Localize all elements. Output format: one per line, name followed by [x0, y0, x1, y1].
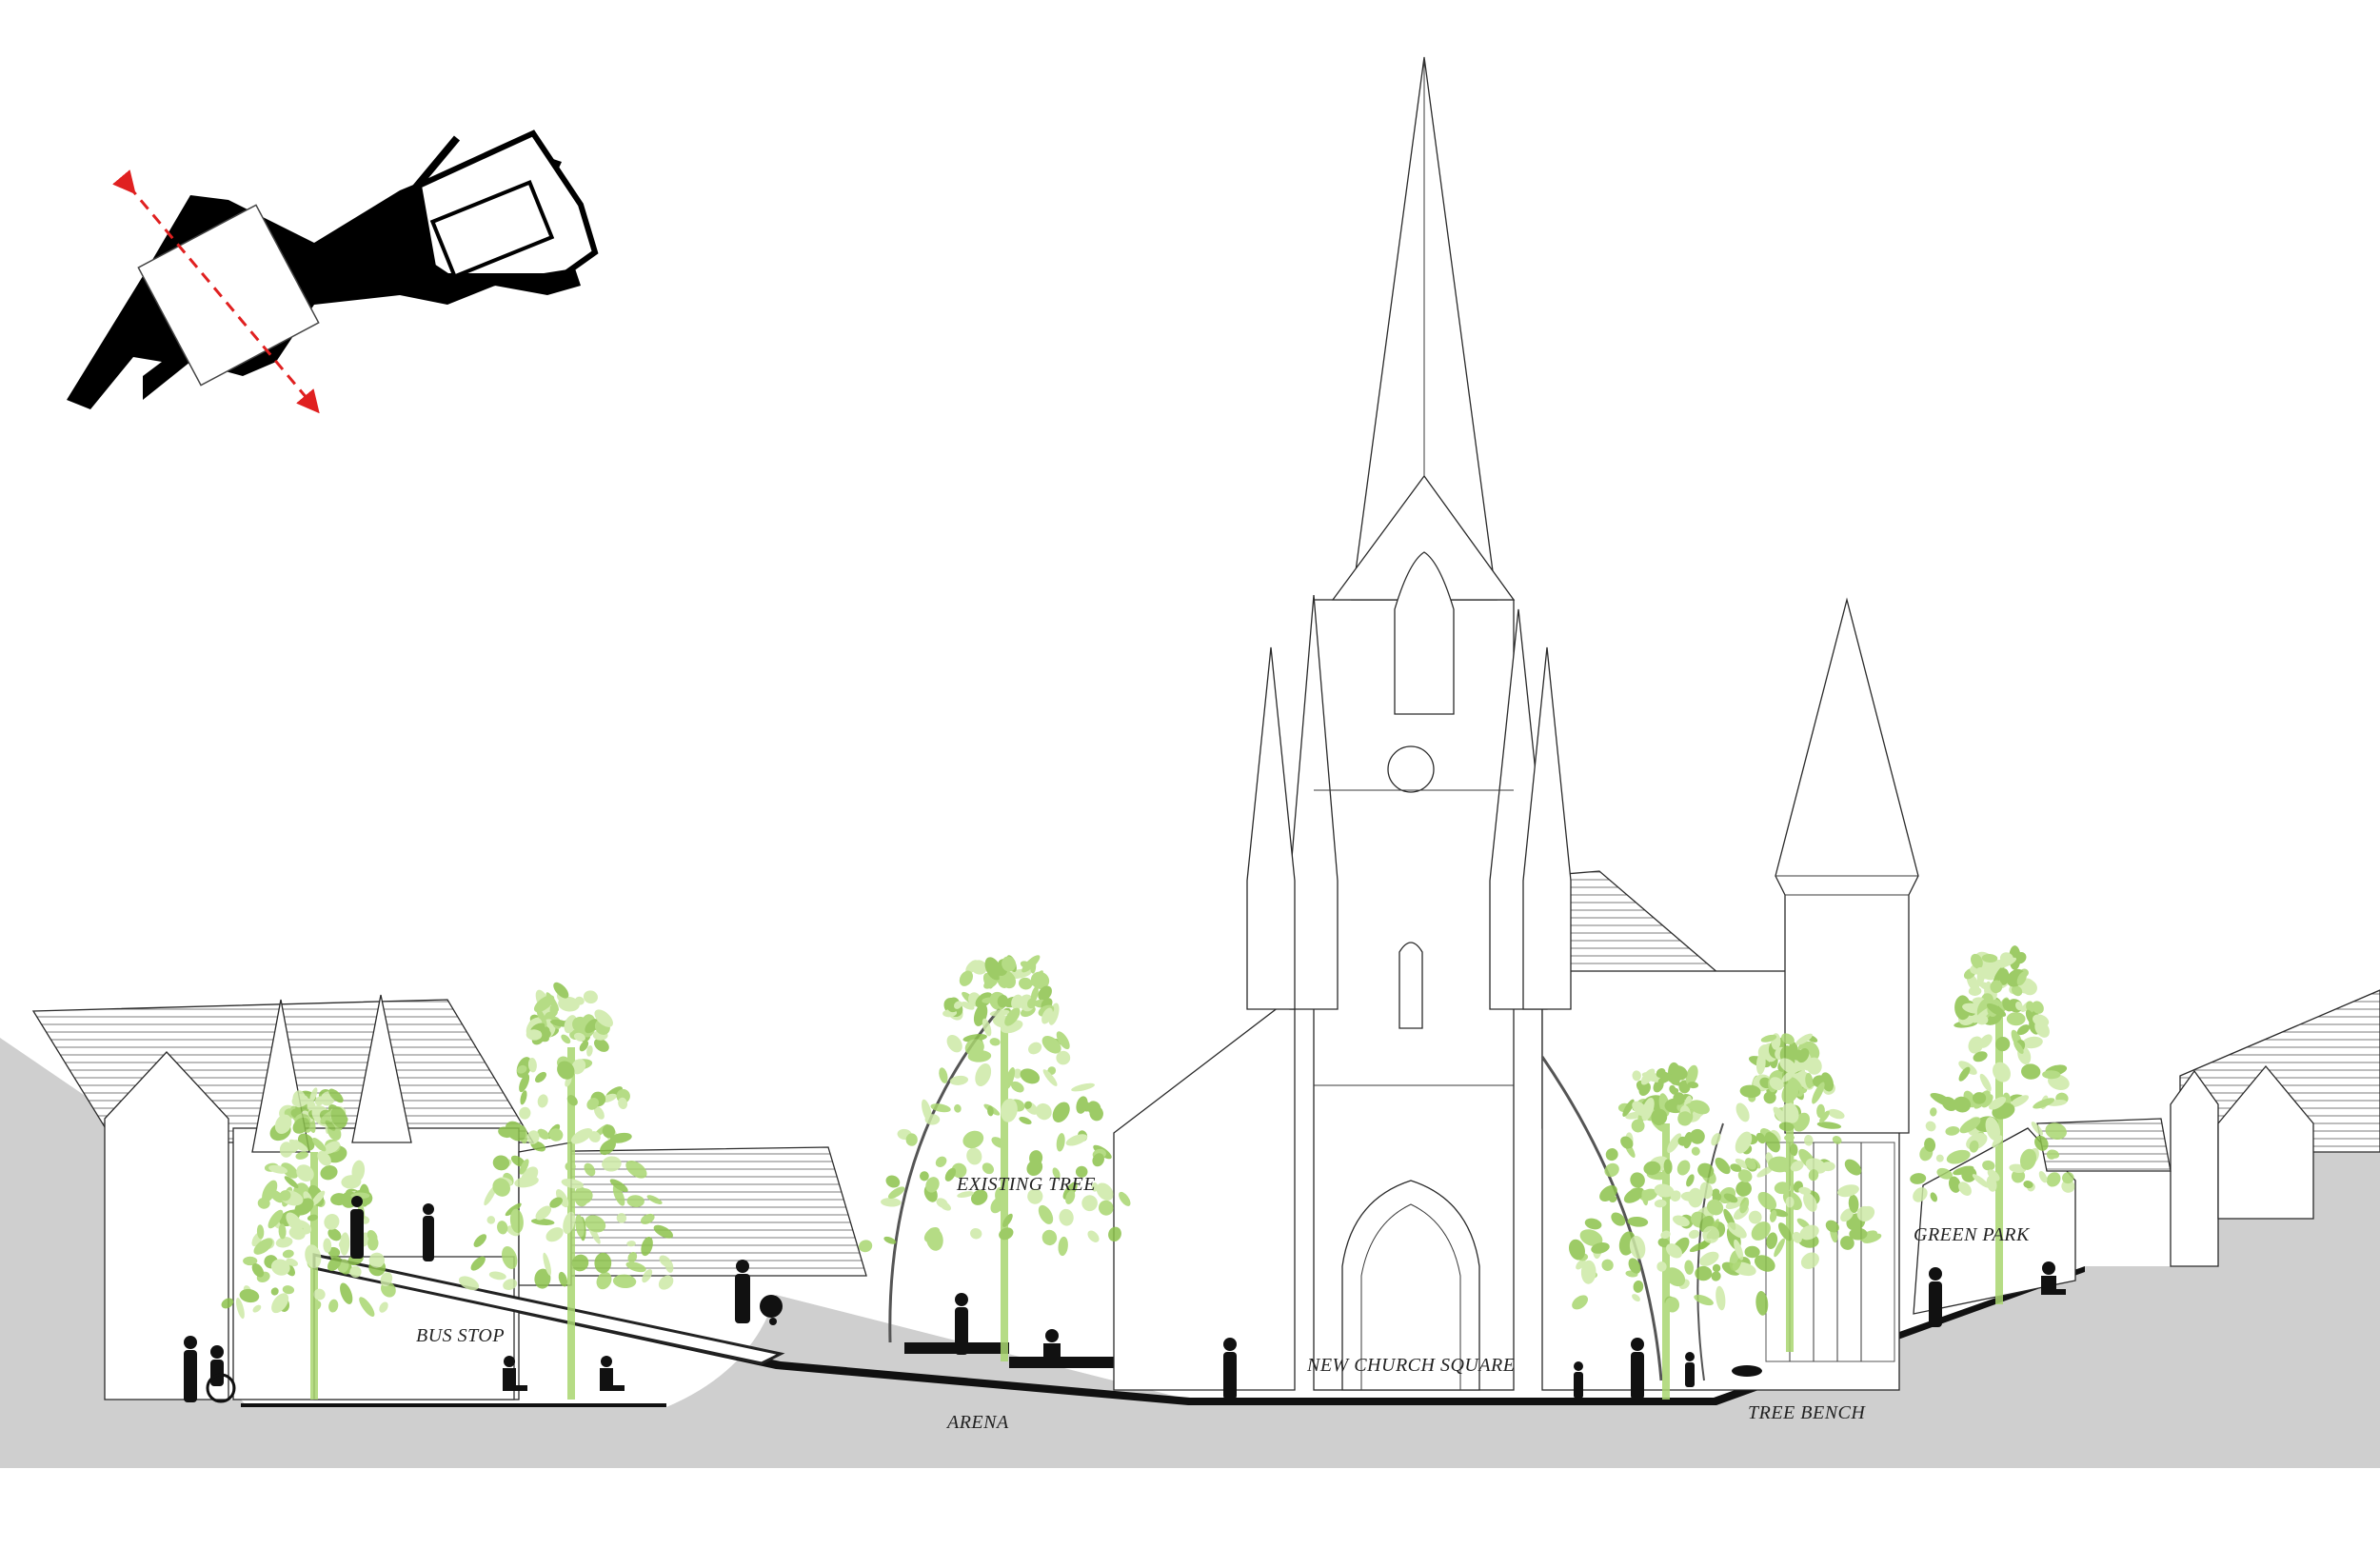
labels: BUS STOP ARENA EXISTING TREE NEW CHURCH …	[416, 1174, 2031, 1433]
person-square-1	[1223, 1338, 1237, 1400]
person-stroller	[735, 1260, 783, 1325]
tree-1	[221, 1087, 396, 1400]
left-spire-2	[351, 994, 412, 1143]
person-green-park	[1929, 1267, 1942, 1327]
label-tree-bench: TREE BENCH	[1748, 1402, 1866, 1423]
label-green-park: GREEN PARK	[1914, 1224, 2031, 1245]
ground-section	[0, 1038, 2380, 1468]
key-plan-church-interior	[429, 180, 555, 279]
church-nave-left	[1113, 993, 1296, 1391]
church-left-pinnacle-outer	[1246, 646, 1296, 1010]
tree-3	[858, 955, 1131, 1361]
person-sitting-2	[600, 1356, 625, 1391]
person-roof-1	[350, 1196, 364, 1259]
person-bus-stop-1	[184, 1336, 197, 1402]
tree-5	[1699, 1033, 1882, 1352]
key-plan-arm-2	[480, 268, 572, 288]
tree-bench	[1732, 1365, 1762, 1377]
person-sitting-1	[503, 1356, 527, 1391]
trees	[221, 945, 2075, 1400]
tree-6	[1910, 945, 2075, 1304]
church-upper-window	[1394, 551, 1455, 715]
church-clock	[1387, 745, 1435, 793]
tree-4	[1568, 1062, 1769, 1400]
left-buildings	[31, 994, 867, 1400]
church-mid-window	[1398, 942, 1423, 1029]
church	[1113, 56, 1919, 1391]
label-arena: ARENA	[945, 1412, 1009, 1433]
right-house-1	[2170, 1069, 2219, 1267]
tree-2	[458, 982, 674, 1400]
person-arena-sitting	[1043, 1329, 1068, 1362]
label-new-church-square: NEW CHURCH SQUARE	[1306, 1355, 1515, 1376]
right-buildings	[1913, 989, 2380, 1315]
ground-fill	[0, 1038, 2380, 1468]
church-colonnade	[1765, 1142, 1895, 1362]
person-square-2	[1631, 1338, 1644, 1400]
child-square	[1574, 1361, 1583, 1399]
person-wheelchair	[206, 1345, 236, 1403]
label-bus-stop: BUS STOP	[416, 1325, 505, 1346]
church-right-pinnacle-outer	[1522, 646, 1572, 1010]
key-plan-section-line	[112, 169, 320, 414]
church-right-tower	[1775, 597, 1919, 1134]
key-plan	[67, 129, 599, 414]
person-sitting-park	[2041, 1261, 2066, 1295]
label-existing-tree: EXISTING TREE	[956, 1174, 1096, 1195]
person-arena-standing	[955, 1293, 968, 1355]
person-roof-2	[423, 1203, 434, 1261]
right-house-2	[2217, 1064, 2314, 1220]
street-lamp-2	[1540, 1056, 1663, 1381]
left-gable-house	[104, 1051, 229, 1400]
right-roof-small	[2036, 1118, 2172, 1172]
people	[184, 1196, 2066, 1403]
church-portal	[1341, 1180, 1480, 1391]
child-running	[1685, 1352, 1695, 1387]
key-plan-arm	[406, 135, 461, 198]
church-portal-inner	[1360, 1203, 1461, 1390]
